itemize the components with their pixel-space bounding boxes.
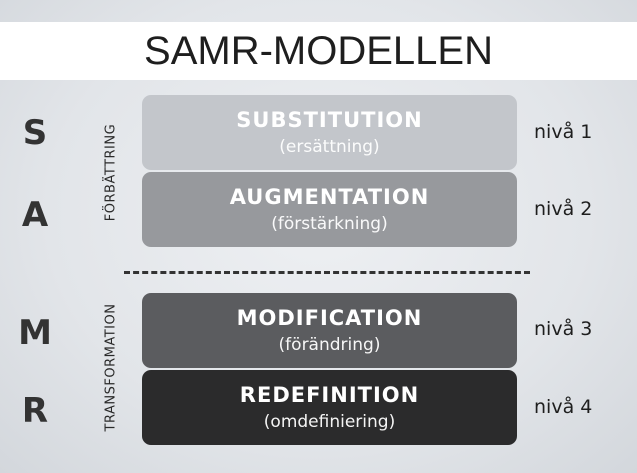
dashed-divider: [124, 271, 530, 274]
letter-s: S: [22, 113, 48, 153]
level-box-substitution: SUBSTITUTION (ersättning): [142, 95, 517, 170]
level-label-2: nivå 2: [534, 198, 593, 220]
level-title: MODIFICATION: [236, 306, 423, 331]
level-title: REDEFINITION: [239, 383, 420, 408]
group-label-transformation: TRANSFORMATION: [103, 303, 119, 432]
level-subtitle: (ersättning): [279, 137, 380, 158]
level-subtitle: (omdefiniering): [263, 412, 396, 433]
level-subtitle: (förändring): [278, 335, 381, 356]
letter-m: M: [18, 313, 52, 353]
level-label-1: nivå 1: [534, 121, 593, 143]
level-box-modification: MODIFICATION (förändring): [142, 293, 517, 368]
letter-a: A: [21, 195, 49, 235]
level-title: AUGMENTATION: [229, 185, 430, 210]
level-label-4: nivå 4: [534, 396, 593, 418]
level-box-augmentation: AUGMENTATION (förstärkning): [142, 172, 517, 247]
level-title: SUBSTITUTION: [236, 108, 423, 133]
title-banner: SAMR-MODELLEN: [0, 22, 637, 80]
group-label-enhancement: FÖRBÄTTRING: [103, 123, 119, 222]
letter-r: R: [21, 391, 49, 431]
level-subtitle: (förstärkning): [271, 214, 388, 235]
level-label-3: nivå 3: [534, 318, 593, 340]
page-title: SAMR-MODELLEN: [144, 29, 493, 73]
level-box-redefinition: REDEFINITION (omdefiniering): [142, 370, 517, 445]
